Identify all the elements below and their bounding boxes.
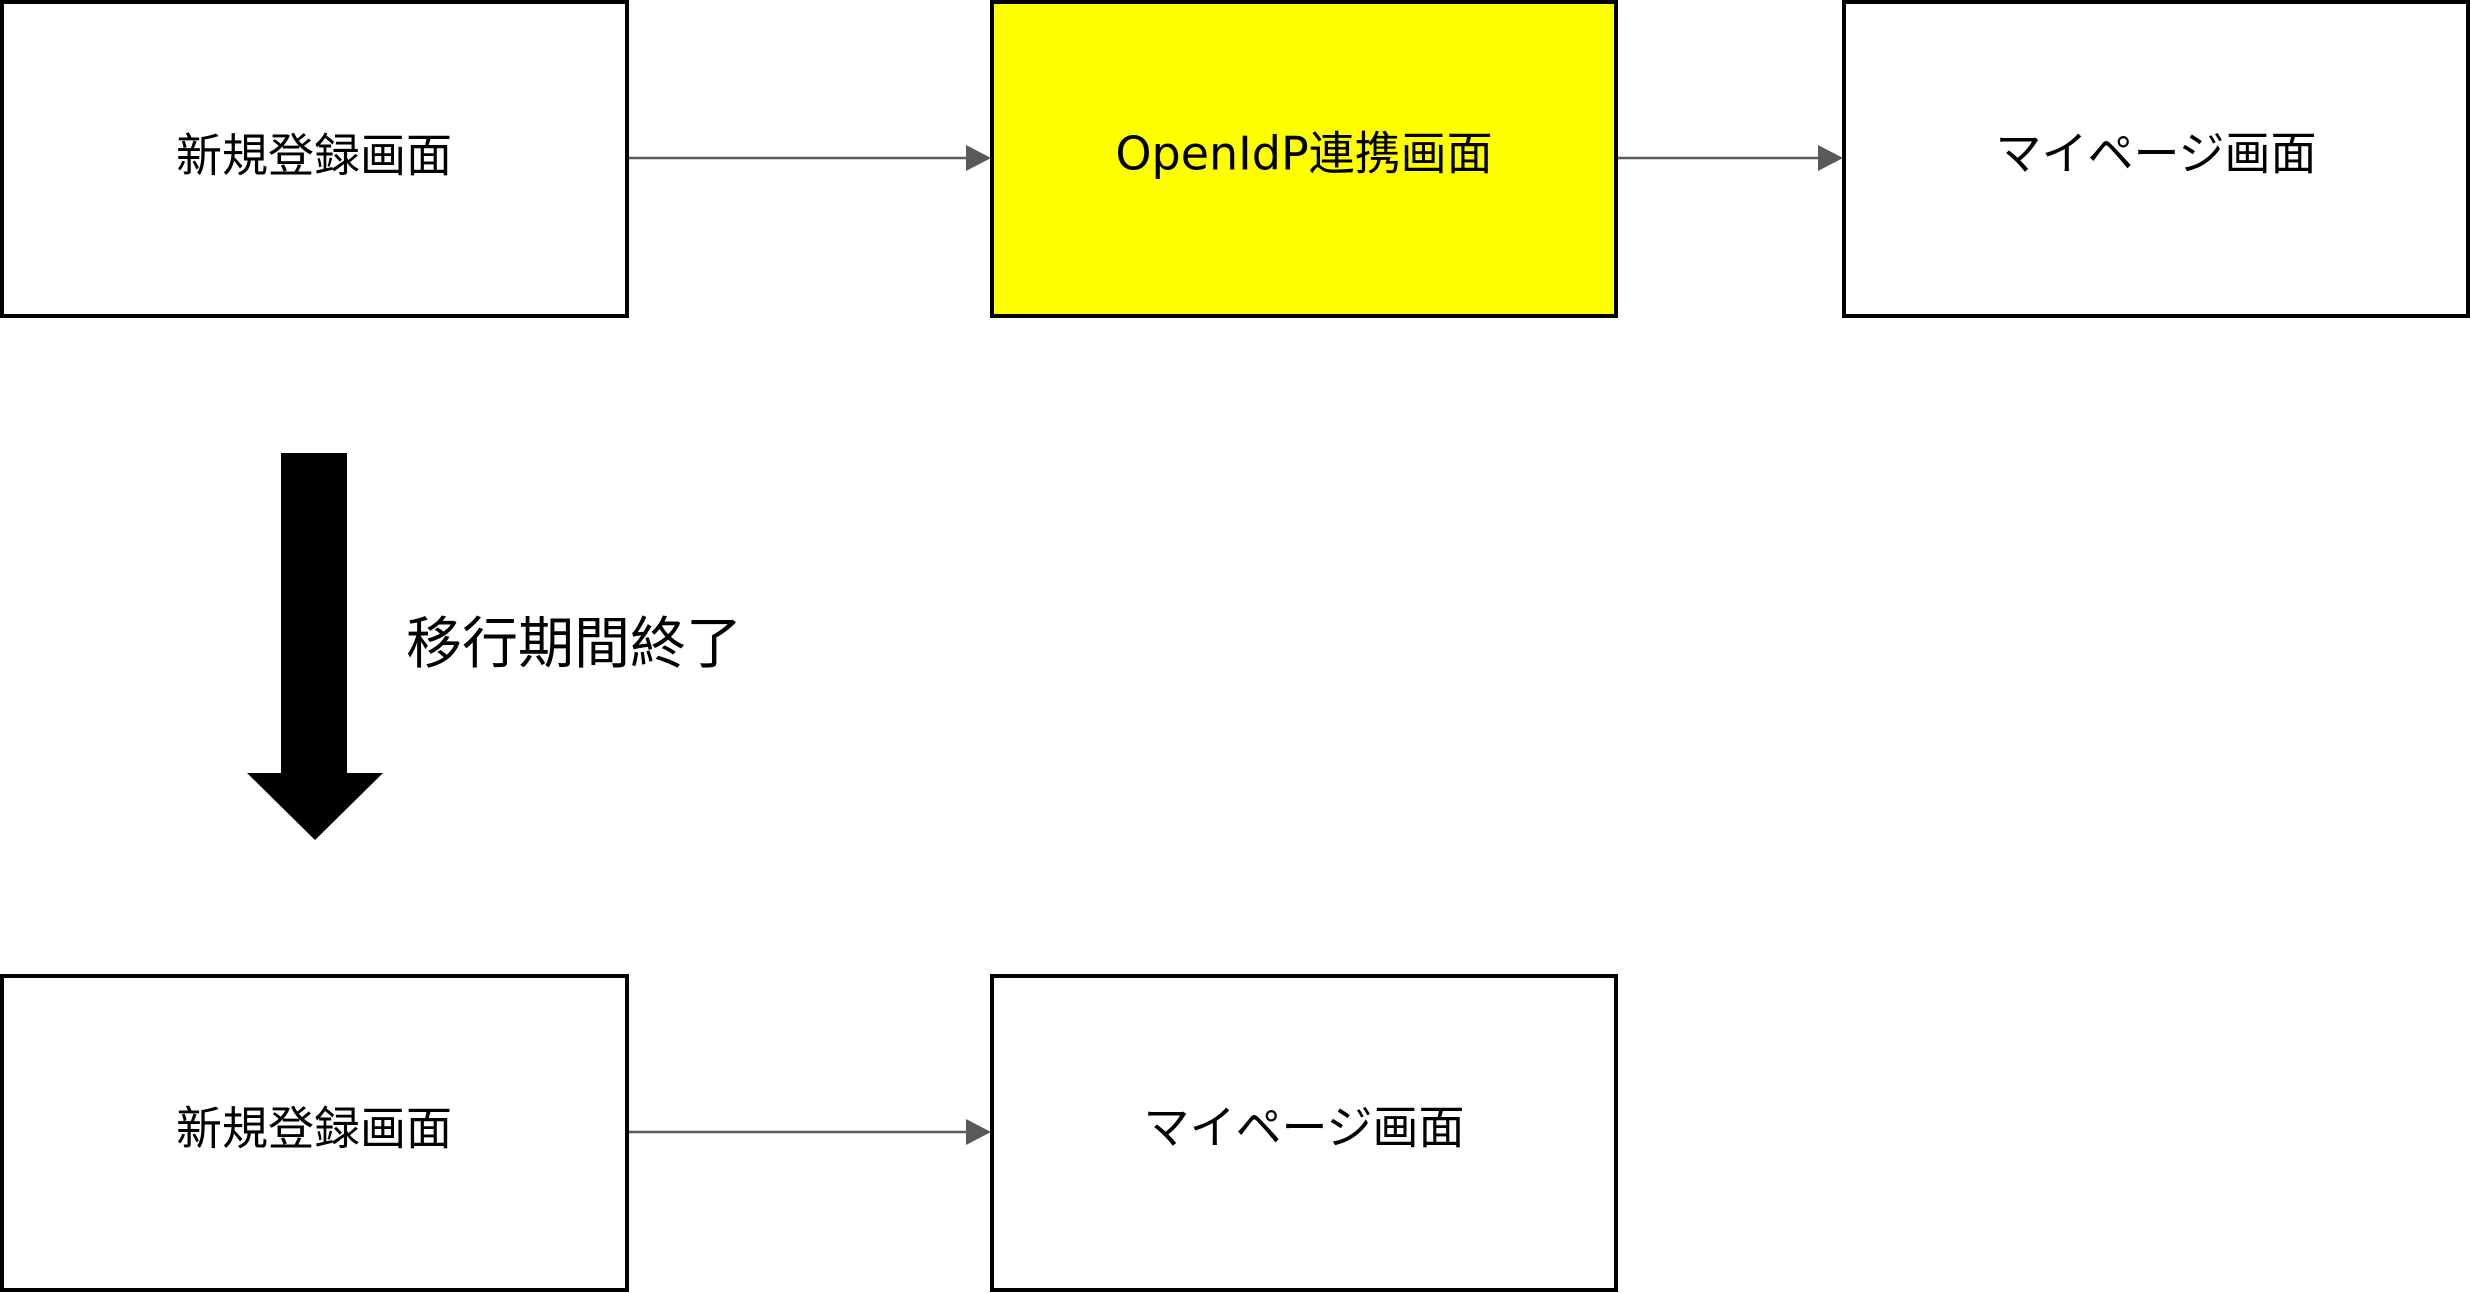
before-node-openidp-box: [990, 0, 1618, 318]
before-node-openidp: OpenIdP連携画面: [990, 0, 1618, 318]
before-edge-register-to-openidp-arrowhead: [966, 145, 991, 171]
after-edge-register-to-mypage-arrowhead: [966, 1119, 991, 1145]
before-node-mypage: マイページ画面: [1842, 0, 2470, 318]
before-node-mypage-label: マイページ画面: [1995, 127, 2316, 181]
after-node-register-box: [0, 974, 629, 1292]
transition-down-arrow-icon: [247, 453, 383, 840]
before-node-register-box: [0, 0, 629, 318]
before-node-register: 新規登録画面: [0, 0, 629, 318]
before-flow: 新規登録画面 OpenIdP連携画面 マイページ画面: [0, 0, 2470, 318]
after-edge-register-to-mypage: [629, 1119, 991, 1145]
after-node-mypage-box: [990, 974, 1618, 1292]
transition: 移行期間終了: [247, 453, 742, 840]
after-node-mypage: マイページ画面: [990, 974, 1618, 1292]
before-node-openidp-label: OpenIdP連携画面: [1115, 127, 1492, 181]
after-node-mypage-label: マイページ画面: [1143, 1101, 1464, 1155]
before-node-register-label: 新規登録画面: [176, 129, 452, 183]
before-edge-openidp-to-mypage-arrowhead: [1818, 145, 1843, 171]
after-node-register: 新規登録画面: [0, 974, 629, 1292]
transition-label: 移行期間終了: [406, 612, 742, 677]
after-node-register-label: 新規登録画面: [176, 1102, 452, 1156]
before-edge-openidp-to-mypage: [1618, 145, 1843, 171]
before-edge-register-to-openidp: [629, 145, 991, 171]
after-flow: 新規登録画面 マイページ画面: [0, 974, 1618, 1292]
before-node-mypage-box: [1842, 0, 2470, 318]
